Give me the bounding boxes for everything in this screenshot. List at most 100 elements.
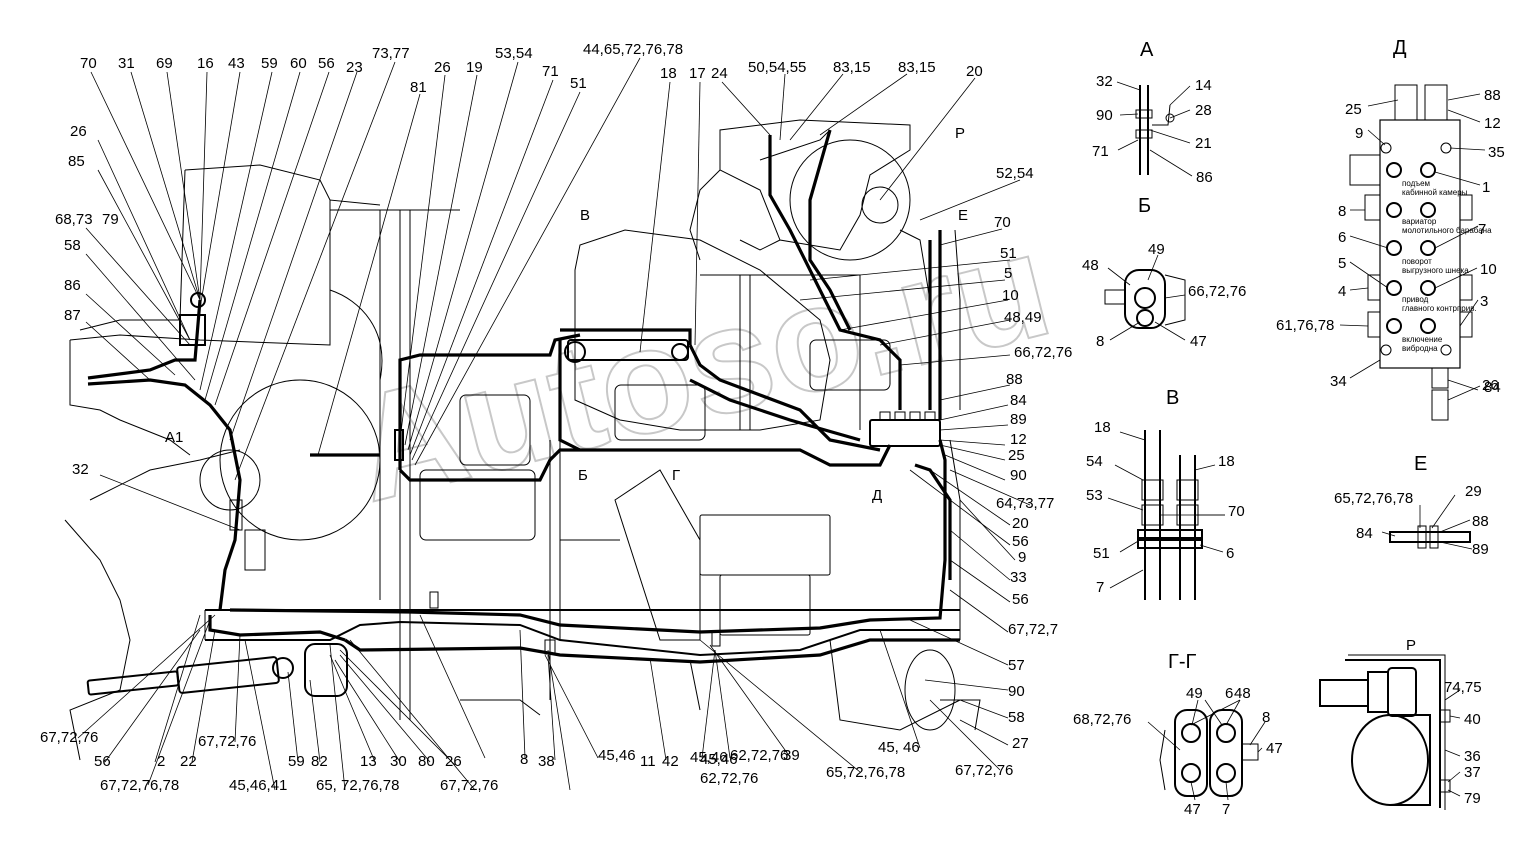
view-v-label: 51 [1093, 545, 1110, 562]
view-a-label: 14 [1195, 77, 1212, 94]
callout: 5 [1004, 265, 1012, 282]
view-g-label: 8 [1262, 709, 1270, 726]
callout: 26 [445, 753, 462, 770]
callout: 45, 46 [878, 739, 920, 756]
view-e-label: 65,72,76,78 [1334, 490, 1413, 507]
callout: 25 [1008, 447, 1025, 464]
callout: 68,73 [55, 211, 93, 228]
callout: 13 [360, 753, 377, 770]
view-v-label: 54 [1086, 453, 1103, 470]
view-d-label-84: 84 [1484, 379, 1501, 396]
view-e-label: 84 [1356, 525, 1373, 542]
view-d-label: 8 [1338, 203, 1346, 220]
view-d-label: 26 [1482, 377, 1499, 394]
callout: 89 [1010, 411, 1027, 428]
callout: 12 [1010, 431, 1027, 448]
valve-text-line: поворот [1402, 257, 1432, 266]
view-a-label: 90 [1096, 107, 1113, 124]
callout: 70 [994, 214, 1011, 231]
callout: 16 [197, 55, 214, 72]
view-d-label: 4 [1338, 283, 1346, 300]
callout: 48,49 [1004, 309, 1042, 326]
callout: Е [958, 207, 968, 224]
view-b-label: 47 [1190, 333, 1207, 350]
view-r-label: 40 [1464, 711, 1481, 728]
view-g-label: 47 [1266, 740, 1283, 757]
callout: 50,54,55 [748, 59, 806, 76]
callout: 45,46 [700, 751, 738, 768]
callout: 51 [570, 75, 587, 92]
view-g-label: 48 [1234, 685, 1251, 702]
view-v-title: В [1166, 387, 1179, 409]
view-d-label: 12 [1484, 115, 1501, 132]
callout: 26 [434, 59, 451, 76]
valve-text-line: вибродна [1402, 344, 1438, 353]
callout: 20 [1012, 515, 1029, 532]
callout: В [580, 207, 590, 224]
callout: 65,72,76,78 [826, 764, 905, 781]
view-a-title: А [1140, 39, 1154, 61]
callout: 24 [711, 65, 728, 82]
view-r-label: 37 [1464, 764, 1481, 781]
callout: 64,73,77 [996, 495, 1054, 512]
view-g-label: 7 [1222, 801, 1230, 818]
view-v-label: 18 [1094, 419, 1111, 436]
view-d-label: 61,76,78 [1276, 317, 1334, 334]
callout: 59 [261, 55, 278, 72]
view-v: В 18 54 18 53 70 51 6 7 [1086, 387, 1245, 600]
valve-text-line: включение [1402, 335, 1443, 344]
callout: 58 [64, 237, 81, 254]
view-a-label: 32 [1096, 73, 1113, 90]
view-g-label: 68,72,76 [1073, 711, 1131, 728]
callout: 67,72,76 [440, 777, 498, 794]
callout: 32 [72, 461, 89, 478]
view-e-title: Е [1414, 453, 1427, 475]
callout: 56 [94, 753, 111, 770]
view-r: Р 74,75 40 36 37 79 [1319, 637, 1482, 810]
view-d-label: 88 [1484, 87, 1501, 104]
callout: 67,72,7 [1008, 621, 1058, 638]
callout: 43 [228, 55, 245, 72]
view-e-label: 88 [1472, 513, 1489, 530]
view-d-label: 1 [1482, 179, 1490, 196]
callout: 62,72,76 [700, 770, 758, 787]
view-d-label: 34 [1330, 373, 1347, 390]
callout: 20 [966, 63, 983, 80]
view-v-label: 70 [1228, 503, 1245, 520]
valve-text-line: выгрузного шнека [1402, 266, 1469, 275]
callout: 17 [689, 65, 706, 82]
callout: 79 [102, 211, 119, 228]
callout: Г [672, 467, 680, 484]
callout: 88 [1006, 371, 1023, 388]
view-v-label: 7 [1096, 579, 1104, 596]
callout: 80 [418, 753, 435, 770]
view-d-label: 5 [1338, 255, 1346, 272]
callout: 62,72,76 [730, 747, 788, 764]
callout: 53,54 [495, 45, 533, 62]
callout: 90 [1008, 683, 1025, 700]
main-callouts: 70 31 69 16 43 59 60 56 23 73,77 26 19 5… [40, 41, 1072, 794]
callout: 22 [180, 753, 197, 770]
view-b: Б 48 49 66,72,76 8 47 [1082, 195, 1246, 350]
callout: 73,77 [372, 45, 410, 62]
callout: 39 [783, 747, 800, 764]
callout: 33 [1010, 569, 1027, 586]
callout: 45,46 [690, 749, 728, 766]
view-d-label: 9 [1355, 125, 1363, 142]
view-r-label: 74,75 [1444, 679, 1482, 696]
view-v-label: 53 [1086, 487, 1103, 504]
view-r-label: 79 [1464, 790, 1481, 807]
view-g: Г-Г 49 6 48 68,72,76 8 47 47 7 [1073, 651, 1283, 818]
callout: 85 [68, 153, 85, 170]
callout: 31 [118, 55, 135, 72]
valve-text-line: главного контрприв. [1402, 304, 1477, 313]
callout: 52,54 [996, 165, 1034, 182]
view-e-label: 29 [1465, 483, 1482, 500]
callout: 67,72,76 [198, 733, 256, 750]
callout: Б [578, 467, 588, 484]
callout: 57 [1008, 657, 1025, 674]
